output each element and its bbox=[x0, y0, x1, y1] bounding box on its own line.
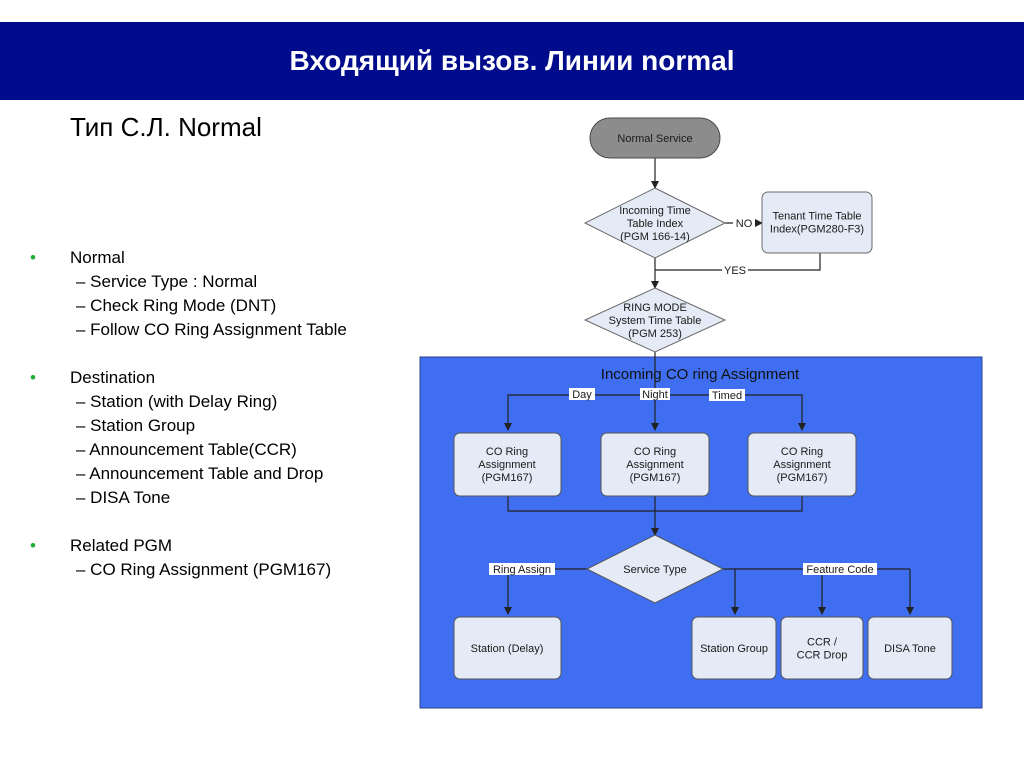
slide-subtitle: Тип С.Л. Normal bbox=[70, 112, 262, 142]
node-service-type-label: Service Type bbox=[623, 564, 686, 576]
node-label-line: Index(PGM280-F3) bbox=[770, 224, 864, 236]
bullet-group: • Destination – Station (with Delay Ring) –… bbox=[30, 366, 420, 510]
edge-day-branch bbox=[504, 394, 655, 431]
node-label-line: Assignment bbox=[773, 459, 830, 471]
node-label-line: Tenant Time Table bbox=[772, 211, 861, 223]
node-label-line: Normal Service bbox=[617, 133, 692, 145]
title-bar: Входящий вызов. Линии normal bbox=[0, 22, 1024, 100]
node-label-line: Incoming Time bbox=[619, 205, 691, 217]
bullet-sub-item: – Station Group bbox=[76, 416, 196, 435]
node-tenant-time-table bbox=[761, 191, 873, 254]
edge-label-day: Day bbox=[572, 389, 592, 401]
node-service-type bbox=[585, 534, 725, 604]
edge-label-night: Night bbox=[642, 389, 668, 401]
node-co-ring-day bbox=[453, 432, 562, 497]
panel-title: Incoming CO ring Assignment bbox=[601, 366, 800, 383]
edge-label-ring-assign: Ring Assign bbox=[493, 564, 551, 576]
bullet-dot-icon: • bbox=[30, 368, 36, 387]
node-incoming-time-table bbox=[583, 187, 727, 259]
node-station-group bbox=[691, 616, 777, 680]
slide-title: Входящий вызов. Линии normal bbox=[289, 45, 735, 76]
node-co-ring-timed bbox=[747, 432, 857, 497]
node-label-line: System Time Table bbox=[609, 315, 702, 327]
node-ring-mode bbox=[583, 287, 727, 353]
node-co-ring-night bbox=[600, 432, 710, 497]
bullet-sub-item: – Station (with Delay Ring) bbox=[76, 392, 278, 411]
bullet-dot-icon: • bbox=[30, 536, 36, 555]
node-disa-tone-label: DISA Tone bbox=[884, 643, 936, 655]
bullet-group: • Normal – Service Type : Normal – Check Ri… bbox=[30, 246, 420, 342]
bullet-sub-item: – Follow CO Ring Assignment Table bbox=[76, 320, 347, 339]
edge-labels: NO YES Day Night Timed Ring Assign Featu… bbox=[489, 217, 877, 576]
node-label-line: Station (Delay) bbox=[471, 643, 544, 655]
bullet-heading: • Destination bbox=[30, 366, 420, 390]
node-normal-service-label: Normal Service bbox=[617, 133, 692, 145]
bullet-sub-item: – Check Ring Mode (DNT) bbox=[76, 296, 277, 315]
bullet-heading-text: Related PGM bbox=[70, 536, 173, 555]
bullet-heading-text: Normal bbox=[70, 248, 125, 267]
bullet-heading: • Related PGM bbox=[30, 534, 420, 558]
node-label-line: Table Index bbox=[627, 218, 684, 230]
bullet-group: • Related PGM – CO Ring Assignment (PGM167… bbox=[30, 534, 420, 582]
node-station-delay-label: Station (Delay) bbox=[471, 643, 544, 655]
node-disa-tone bbox=[867, 616, 953, 680]
edge-timed-branch bbox=[655, 394, 806, 431]
node-label-line: (PGM167) bbox=[482, 472, 533, 484]
bullet-dot-icon: • bbox=[30, 248, 36, 267]
edge-label-timed: Timed bbox=[712, 390, 742, 402]
node-label-line: (PGM 166-14) bbox=[620, 231, 690, 243]
edge-label-feature-code: Feature Code bbox=[806, 564, 873, 576]
bullet-sub-item: – Service Type : Normal bbox=[76, 272, 258, 291]
node-label-line: Assignment bbox=[478, 459, 535, 471]
node-label-line: RING MODE bbox=[623, 302, 687, 314]
bullet-sub-item: – Announcement Table(CCR) bbox=[76, 440, 297, 459]
edge-tenant-return bbox=[655, 253, 821, 271]
node-label-line: CO Ring bbox=[781, 446, 823, 458]
node-ccr-label: CCR /CCR Drop bbox=[797, 637, 848, 662]
node-label-line: CO Ring bbox=[634, 446, 676, 458]
edge-label-no: NO bbox=[736, 218, 753, 230]
node-station-delay bbox=[453, 616, 562, 680]
node-label-line: CCR / bbox=[807, 637, 838, 649]
bullet-list: • Normal – Service Type : Normal – Check Ri… bbox=[30, 246, 420, 606]
bullet-sub-item: – CO Ring Assignment (PGM167) bbox=[76, 560, 332, 579]
bullet-sub-item: – Announcement Table and Drop bbox=[76, 464, 324, 483]
node-label-line: Service Type bbox=[623, 564, 686, 576]
node-ccr bbox=[780, 616, 864, 680]
node-label-line: Assignment bbox=[626, 459, 683, 471]
node-label-line: (PGM 253) bbox=[628, 328, 682, 340]
node-label-line: (PGM167) bbox=[630, 472, 681, 484]
node-station-group-label: Station Group bbox=[700, 643, 768, 655]
node-label-line: CCR Drop bbox=[797, 650, 848, 662]
node-label-line: CO Ring bbox=[486, 446, 528, 458]
node-label-line: Station Group bbox=[700, 643, 768, 655]
edge-label-yes: YES bbox=[724, 265, 746, 277]
bullet-sub-item: – DISA Tone bbox=[76, 488, 171, 507]
node-label-line: (PGM167) bbox=[777, 472, 828, 484]
bullet-heading-text: Destination bbox=[70, 368, 156, 387]
node-normal-service bbox=[589, 117, 721, 159]
node-label-line: DISA Tone bbox=[884, 643, 936, 655]
bullet-heading: • Normal bbox=[30, 246, 420, 270]
